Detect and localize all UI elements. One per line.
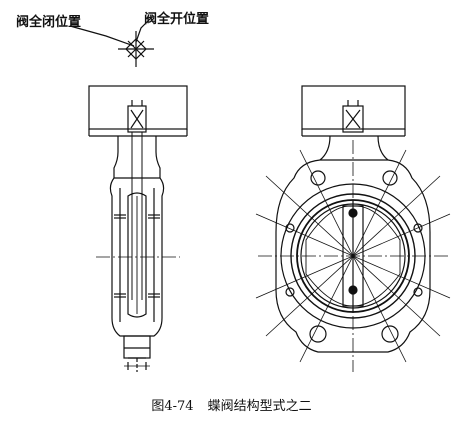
disc-section: [127, 192, 147, 318]
side-view: [69, 17, 188, 372]
label-fully-closed: 阀全闭位置: [16, 15, 82, 30]
front-stem-square: [342, 105, 364, 133]
bottom-stub: [123, 335, 151, 359]
leader-closed: [69, 25, 135, 47]
leader-open: [135, 17, 152, 43]
label-fully-open: 阀全开位置: [144, 12, 210, 27]
front-actuator-plate: [301, 85, 406, 130]
position-indicator: [118, 31, 154, 67]
caption-number: 图4-74: [151, 399, 194, 414]
neck: [113, 136, 161, 178]
lug-top-right: [382, 170, 398, 186]
disc-front: [305, 205, 401, 307]
caption-title: 蝶阀结构型式之二: [207, 399, 312, 414]
figure-caption: 图4-74 蝶阀结构型式之二: [0, 395, 463, 414]
actuator-plate: [88, 85, 188, 130]
valve-body-side: [109, 177, 165, 337]
valve-body-front: [275, 159, 431, 353]
lug-bottom-left: [309, 325, 327, 343]
front-neck: [319, 135, 389, 161]
stem-square: [127, 105, 147, 133]
lug-bottom-right: [381, 325, 399, 343]
front-view: [255, 85, 451, 372]
body-bolts: [114, 214, 160, 298]
lug-top-left: [310, 170, 326, 186]
